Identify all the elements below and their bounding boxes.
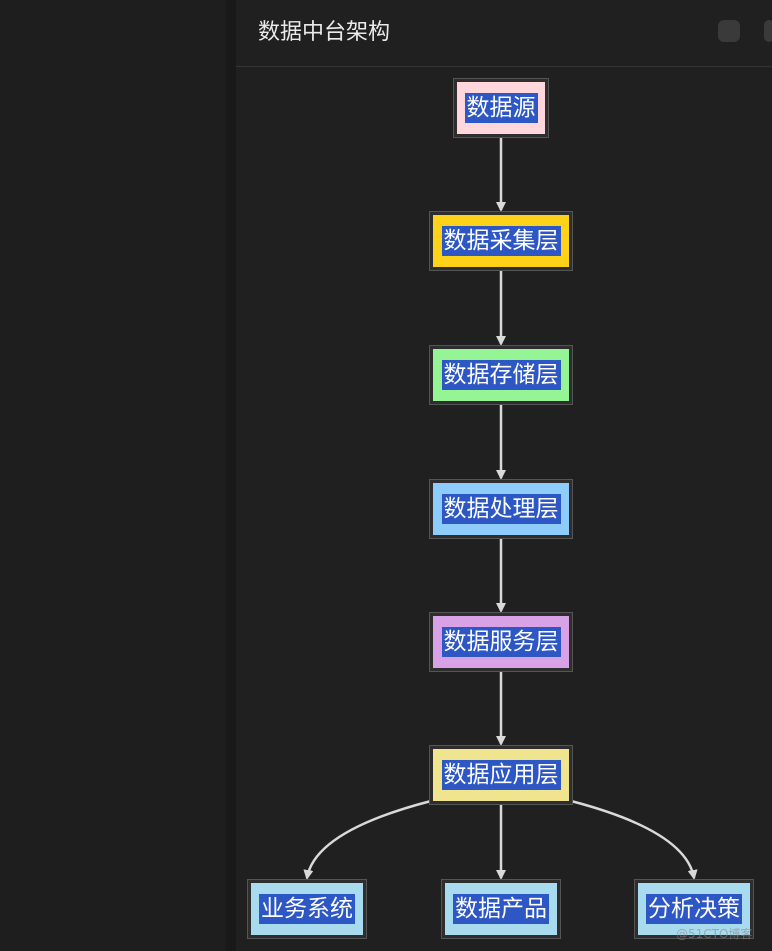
edge-application-to-biz [303,799,432,880]
panel-header: 数据中台架构 [236,0,772,67]
watermark: @51CTO博客 [676,927,753,941]
node-label: 数据采集层 [441,226,561,256]
page-title: 数据中台架构 [258,20,391,45]
node-service: 数据服务层 [429,612,573,672]
node-storage: 数据存储层 [429,345,573,405]
copy-icon[interactable] [718,20,740,42]
node-process: 数据处理层 [429,479,573,539]
left-pane [0,0,226,951]
node-label: 业务系统 [259,894,355,924]
edge-application-to-analysis [570,799,698,880]
node-biz: 业务系统 [247,879,367,939]
node-analysis: 分析决策 [634,879,754,939]
more-icon[interactable] [764,20,772,42]
edge-group [303,137,698,880]
node-source: 数据源 [453,78,549,138]
node-label: 分析决策 [646,894,742,924]
pane-divider[interactable] [226,0,236,951]
node-collect: 数据采集层 [429,211,573,271]
node-label: 数据应用层 [441,760,561,790]
node-label: 数据存储层 [441,360,561,390]
node-application: 数据应用层 [429,745,573,805]
node-product: 数据产品 [441,879,561,939]
node-label: 数据服务层 [441,627,561,657]
node-label: 数据处理层 [441,494,561,524]
node-label: 数据源 [464,93,538,123]
node-label: 数据产品 [453,894,549,924]
